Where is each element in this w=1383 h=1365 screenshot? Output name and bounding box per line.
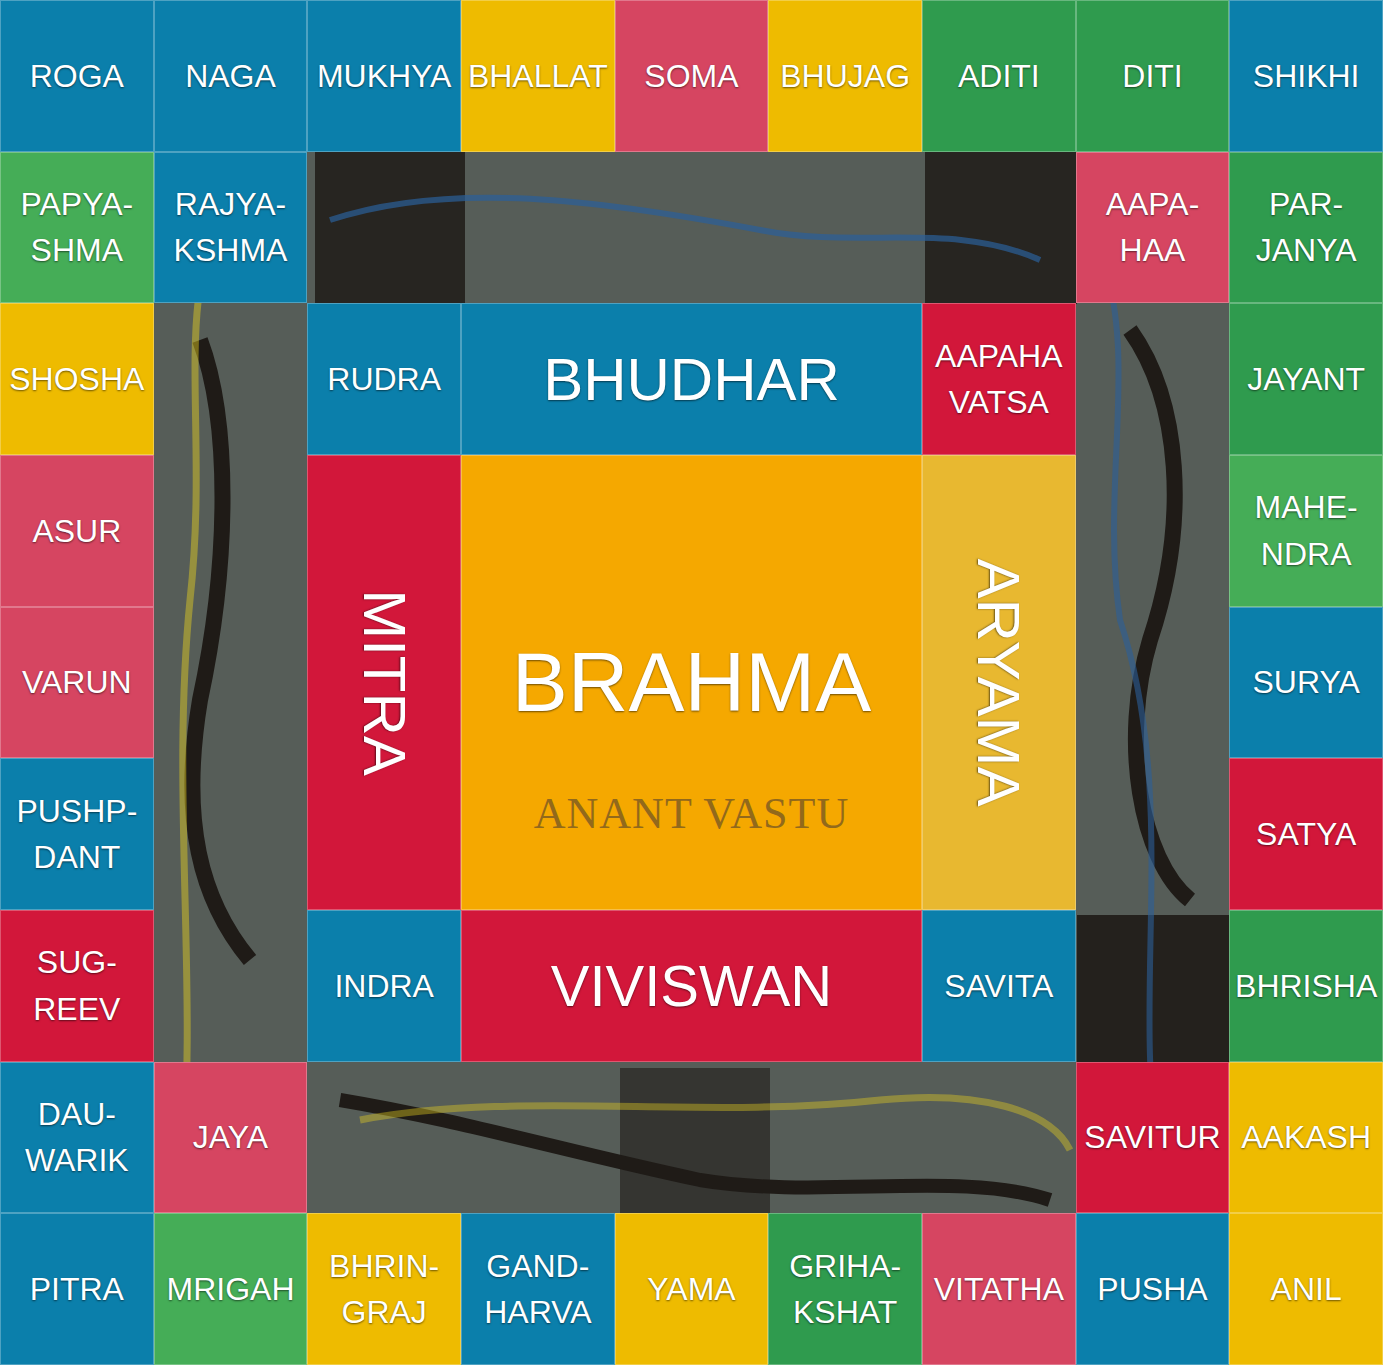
deity-cell: GAND- HARVA xyxy=(461,1213,615,1365)
deity-name: BRAHMA xyxy=(512,622,871,744)
deity-cell: SATYA xyxy=(1229,758,1383,910)
deity-cell: PAPYA- SHMA xyxy=(0,152,154,304)
deity-cell: MRIGAH xyxy=(154,1213,308,1365)
deity-name: MUKHYA xyxy=(317,53,452,99)
deity-cell: ANIL xyxy=(1229,1213,1383,1365)
deity-cell: AAKASH xyxy=(1229,1062,1383,1214)
deity-name: SURYA xyxy=(1253,659,1360,705)
deity-name: NAGA xyxy=(185,53,276,99)
deity-name: AAPA- HAA xyxy=(1080,181,1226,274)
deity-name: VIVISWAN xyxy=(551,944,832,1028)
deity-cell: JAYANT xyxy=(1229,303,1383,455)
deity-name: BHALLAT xyxy=(468,53,608,99)
deity-name: BHRIN- GRAJ xyxy=(311,1243,457,1336)
deity-cell: SAVITA xyxy=(922,910,1076,1062)
deity-name: SHOSHA xyxy=(9,356,144,402)
deity-cell: BHUDHAR xyxy=(461,303,922,455)
deity-cell: ADITI xyxy=(922,0,1076,152)
deity-name: BHUDHAR xyxy=(543,336,840,423)
deity-cell: PUSHA xyxy=(1076,1213,1230,1365)
deity-cell: ROGA xyxy=(0,0,154,152)
deity-cell: NAGA xyxy=(154,0,308,152)
deity-name: ROGA xyxy=(30,53,124,99)
deity-name: PUSHA xyxy=(1097,1266,1207,1312)
deity-name: VARUN xyxy=(22,659,132,705)
deity-cell: AAPA- HAA xyxy=(1076,152,1230,304)
deity-cell: BHALLAT xyxy=(461,0,615,152)
deity-name: JAYANT xyxy=(1247,356,1365,402)
deity-name: GRIHA- KSHAT xyxy=(772,1243,918,1336)
deity-name: RAJYA- KSHMA xyxy=(158,181,304,274)
deity-name: PITRA xyxy=(30,1266,124,1312)
deity-cell: ARYAMA xyxy=(922,455,1076,910)
deity-name: SAVITUR xyxy=(1084,1114,1220,1160)
deity-name: MAHE- NDRA xyxy=(1233,484,1379,577)
deity-cell: MAHE- NDRA xyxy=(1229,455,1383,607)
deity-name: SHIKHI xyxy=(1253,53,1360,99)
deity-name: PUSHP- DANT xyxy=(4,788,150,881)
deity-cell: SHIKHI xyxy=(1229,0,1383,152)
deity-name: BHRISHA xyxy=(1235,963,1377,1009)
deity-name: GAND- HARVA xyxy=(465,1243,611,1336)
deity-cell: INDRA xyxy=(307,910,461,1062)
deity-cell: BRAHMA xyxy=(461,455,922,910)
deity-cell: MITRA xyxy=(307,455,461,910)
deity-cell: RAJYA- KSHMA xyxy=(154,152,308,304)
deity-cell: PITRA xyxy=(0,1213,154,1365)
deity-name: MITRA xyxy=(341,589,428,776)
deity-cell: VARUN xyxy=(0,607,154,759)
deity-cell: SUG- REEV xyxy=(0,910,154,1062)
watermark: ANANT VASTU xyxy=(461,788,922,839)
deity-name: INDRA xyxy=(334,963,434,1009)
deity-cell: JAYA xyxy=(154,1062,308,1214)
deity-name: SATYA xyxy=(1256,811,1356,857)
deity-cell: VIVISWAN xyxy=(461,910,922,1062)
deity-name: YAMA xyxy=(647,1266,735,1312)
deity-name: RUDRA xyxy=(327,356,441,402)
deity-name: DITI xyxy=(1122,53,1182,99)
deity-name: ASUR xyxy=(32,508,121,554)
deity-cell: VITATHA xyxy=(922,1213,1076,1365)
deity-name: MRIGAH xyxy=(166,1266,294,1312)
figure-outline xyxy=(180,198,1190,1200)
deity-cell: MUKHYA xyxy=(307,0,461,152)
deity-cell: BHRISHA xyxy=(1229,910,1383,1062)
deity-cell: SOMA xyxy=(615,0,769,152)
deity-name: AAPAHA VATSA xyxy=(926,333,1072,426)
deity-cell: PUSHP- DANT xyxy=(0,758,154,910)
deity-name: JAYA xyxy=(193,1114,268,1160)
deity-name: ARYAMA xyxy=(955,559,1042,807)
deity-name: SUG- REEV xyxy=(4,939,150,1032)
deity-cell: DAU- WARIK xyxy=(0,1062,154,1214)
deity-cell: RUDRA xyxy=(307,303,461,455)
deity-cell: AAPAHA VATSA xyxy=(922,303,1076,455)
deity-name: ADITI xyxy=(958,53,1040,99)
deity-name: SOMA xyxy=(644,53,738,99)
deity-name: SAVITA xyxy=(944,963,1053,1009)
deity-cell: SURYA xyxy=(1229,607,1383,759)
deity-name: PAPYA- SHMA xyxy=(4,181,150,274)
deity-name: ANIL xyxy=(1271,1266,1342,1312)
deity-cell: BHRIN- GRAJ xyxy=(307,1213,461,1365)
deity-name: BHUJAG xyxy=(780,53,910,99)
deity-cell: SHOSHA xyxy=(0,303,154,455)
deity-cell: DITI xyxy=(1076,0,1230,152)
deity-name: PAR- JANYA xyxy=(1233,181,1379,274)
deity-cell: YAMA xyxy=(615,1213,769,1365)
deity-cell: ASUR xyxy=(0,455,154,607)
deity-cell: SAVITUR xyxy=(1076,1062,1230,1214)
deity-cell: GRIHA- KSHAT xyxy=(768,1213,922,1365)
deity-name: DAU- WARIK xyxy=(4,1091,150,1184)
deity-name: VITATHA xyxy=(934,1266,1064,1312)
deity-cell: PAR- JANYA xyxy=(1229,152,1383,304)
deity-cell: BHUJAG xyxy=(768,0,922,152)
deity-name: AAKASH xyxy=(1241,1114,1371,1160)
